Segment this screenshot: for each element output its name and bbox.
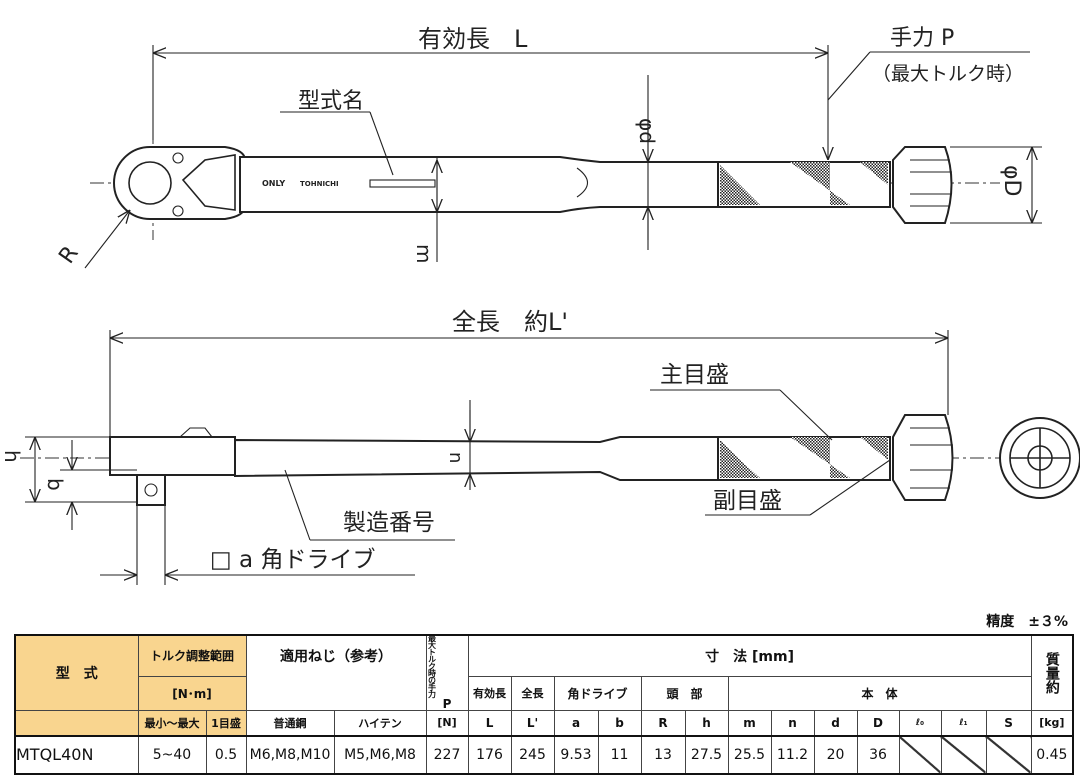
cell-mass: 0.45: [1030, 734, 1074, 774]
header-body: 本 体: [727, 675, 1032, 711]
cell-m: 25.5: [727, 734, 772, 774]
cell-L2: 245: [510, 734, 555, 774]
header-hand-force: 最大トルク時の手力 P: [425, 634, 469, 711]
m-label: m: [412, 244, 436, 263]
cell-S-empty: [985, 734, 1032, 774]
cell-high-tension: M5,M6,M8: [333, 734, 427, 774]
col-L2: L': [510, 709, 555, 736]
col-n: n: [770, 709, 815, 736]
b-label: b: [43, 478, 67, 491]
header-dimensions: 寸 法 [mm]: [467, 634, 1032, 677]
effective-length-label: 有効長 L: [418, 25, 528, 53]
brand-logo: TOHNICHI: [300, 180, 339, 188]
p-label: P: [442, 697, 452, 710]
cell-D: 36: [856, 734, 900, 774]
h-label: h: [0, 450, 24, 463]
hand-force-vertical-label: 最大トルク時の手力: [427, 635, 437, 698]
header-head: 頭 部: [640, 675, 729, 711]
accuracy-note: 精度 ±３%: [986, 614, 1068, 630]
cell-h: 27.5: [684, 734, 729, 774]
col-l0: ℓ₀: [898, 709, 942, 736]
header-model: 型 式: [14, 634, 139, 711]
R-label: R: [54, 242, 83, 269]
phi-D-label: φD: [999, 165, 1024, 196]
cell-d: 20: [813, 734, 858, 774]
n-label: n: [445, 452, 466, 463]
col-mass-unit: [kg]: [1030, 709, 1074, 736]
spec-table: 型 式 トルク調整範囲 適用ねじ（参考） 最大トルク時の手力 P 寸 法 [mm]…: [14, 634, 1075, 775]
col-S: S: [985, 709, 1032, 736]
main-scale-label: 主目盛: [660, 362, 729, 388]
torque-range-label: トルク調整範囲: [150, 649, 235, 664]
header-torque-unit: [N･m]: [137, 675, 247, 711]
col-D: D: [856, 709, 900, 736]
header-screws: 適用ねじ（参考）: [245, 634, 427, 711]
phi-d-label: φd: [635, 118, 659, 144]
top-view: ONLY TOHNICHI 有効長 L 手力 P （最大トルク時） 型式名 φd…: [54, 25, 1042, 268]
col-L: L: [467, 709, 512, 736]
torque-wrench-drawing: ONLY TOHNICHI 有効長 L 手力 P （最大トルク時） 型式名 φd…: [0, 25, 1080, 585]
total-length-label: 全長 約L': [452, 308, 568, 336]
cell-l1-empty: [940, 734, 987, 774]
cell-range: 5~40: [137, 734, 207, 774]
col-m: m: [727, 709, 772, 736]
side-view: 全長 約L' 主目盛 副目盛 製造番号 □ a 角ドライブ n h b: [0, 308, 1080, 585]
cell-n: 11.2: [770, 734, 815, 774]
cell-model: MTQL40N: [14, 734, 139, 774]
cell-l0-empty: [898, 734, 942, 774]
col-h: h: [684, 709, 729, 736]
cell-normal-steel: M6,M8,M10: [245, 734, 335, 774]
col-R: R: [640, 709, 686, 736]
end-view: [999, 417, 1080, 499]
square-drive-label: □ a 角ドライブ: [210, 547, 375, 573]
serial-number-label: 製造番号: [343, 510, 435, 536]
sub-scale-label: 副目盛: [713, 488, 782, 514]
col-l1: ℓ₁: [940, 709, 987, 736]
header-sq-drive: 角ドライブ: [553, 675, 642, 711]
model-name-label: 型式名: [298, 89, 364, 114]
hand-force-note: （最大トルク時）: [872, 63, 1024, 85]
cell-b: 11: [597, 734, 642, 774]
hand-force-label: 手力 P: [890, 26, 954, 51]
header-mass: 質量約: [1030, 634, 1074, 711]
header-tot-len: 全長: [510, 675, 555, 711]
cell-graduation: 0.5: [205, 734, 247, 774]
col-d: d: [813, 709, 858, 736]
cell-P: 227: [425, 734, 469, 774]
header-min-max: 最小～最大: [137, 709, 207, 736]
header-torque-range: トルク調整範囲: [137, 634, 247, 677]
header-graduation: 1目盛: [205, 709, 247, 736]
header-normal-steel: 普通鋼: [245, 709, 335, 736]
col-b: b: [597, 709, 642, 736]
only-mark: ONLY: [262, 179, 285, 188]
col-a: a: [553, 709, 599, 736]
header-eff-len: 有効長: [467, 675, 512, 711]
cell-R: 13: [640, 734, 686, 774]
table-row: MTQL40N 5~40 0.5 M6,M8,M10 M5,M6,M8 227 …: [14, 734, 1074, 774]
cell-a: 9.53: [553, 734, 599, 774]
cell-L: 176: [467, 734, 512, 774]
header-p-unit: [N]: [425, 709, 469, 736]
header-high-tension: ハイテン: [333, 709, 427, 736]
